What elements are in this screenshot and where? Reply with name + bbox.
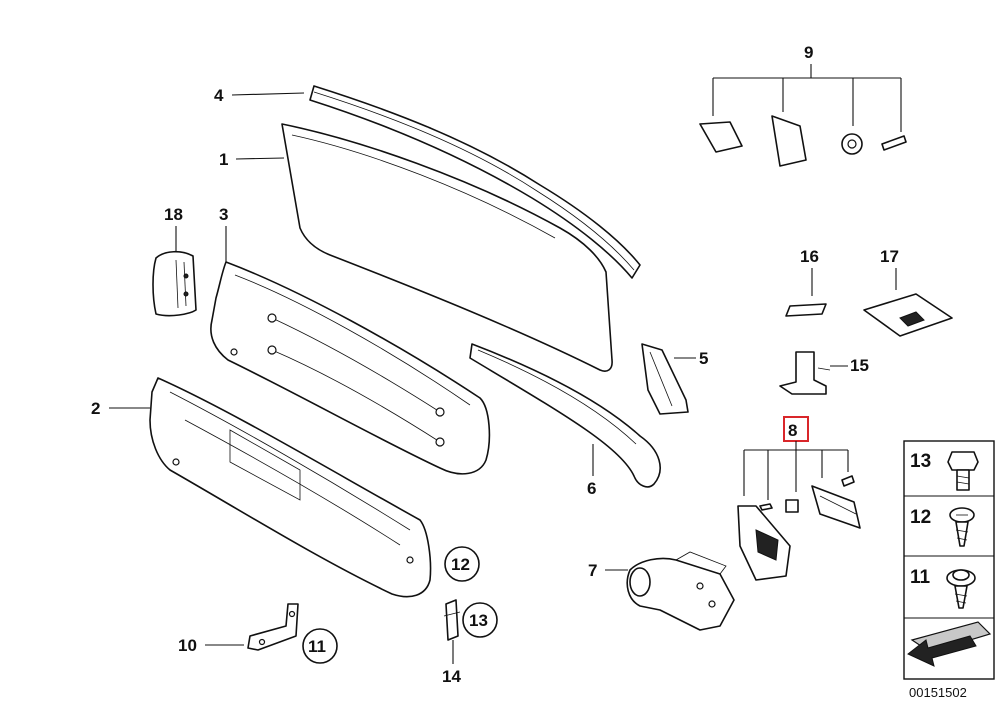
callout-2-label: 2 — [91, 399, 100, 418]
callout-14-label: 14 — [442, 667, 461, 686]
callout-16: 16 — [800, 247, 819, 296]
callout-13-circled: 13 — [462, 602, 498, 638]
callout-2: 2 — [91, 399, 150, 418]
callout-3-label: 3 — [219, 205, 228, 224]
callout-7-label: 7 — [588, 561, 597, 580]
part-8-group — [737, 416, 861, 581]
part-10-angle-bracket — [247, 603, 299, 651]
fastener-legend: 13 12 11 — [903, 440, 995, 680]
callout-5-label: 5 — [699, 349, 708, 368]
arrow-icon — [907, 621, 992, 667]
callout-14: 14 — [442, 640, 461, 686]
diagram-reference-code: 00151502 — [909, 685, 967, 700]
round-head-screw-icon — [949, 507, 975, 547]
callout-4: 4 — [214, 86, 305, 105]
callout-12-label: 12 — [451, 555, 470, 574]
legend-item-11-label: 11 — [910, 567, 931, 588]
legend-item-12: 12 — [910, 507, 975, 547]
callout-9-label: 9 — [804, 43, 813, 62]
callout-16-label: 16 — [800, 247, 819, 266]
callout-8-label: 8 — [788, 421, 797, 440]
flange-screw-icon — [946, 569, 976, 609]
legend-item-11: 11 — [910, 567, 976, 609]
legend-item-13: 13 — [910, 451, 979, 491]
callout-5: 5 — [674, 349, 708, 368]
callout-15-label: 15 — [850, 356, 869, 375]
part-3-inner-panel — [210, 261, 491, 475]
callout-15: 15 — [830, 356, 869, 375]
part-6-side-rail — [469, 343, 661, 488]
part-4-top-seal — [309, 85, 641, 279]
callout-18: 18 — [164, 205, 183, 252]
part-16-pad — [785, 303, 827, 317]
part-15-bracket-clip — [779, 351, 831, 395]
legend-item-13-label: 13 — [910, 451, 931, 472]
callout-7: 7 — [588, 561, 628, 580]
part-17-sheet — [863, 293, 953, 337]
callout-9: 9 — [804, 43, 813, 62]
hex-bolt-icon — [947, 451, 979, 491]
callout-17-label: 17 — [880, 247, 899, 266]
part-2-lower-frame — [149, 377, 432, 598]
callout-10-label: 10 — [178, 636, 197, 655]
callout-6: 6 — [587, 444, 596, 498]
callout-6-label: 6 — [587, 479, 596, 498]
callout-18-label: 18 — [164, 205, 183, 224]
part-14-clip — [443, 599, 461, 641]
legend-item-12-label: 12 — [910, 507, 931, 528]
callout-4-label: 4 — [214, 86, 224, 105]
part-18-end-cap — [152, 250, 197, 317]
callout-10: 10 — [178, 636, 244, 655]
callout-13-label: 13 — [469, 611, 488, 630]
part-9-clip-group — [699, 64, 907, 167]
callout-11-label: 11 — [308, 637, 326, 656]
callout-3: 3 — [219, 205, 228, 262]
callout-1-label: 1 — [219, 150, 228, 169]
part-1-glass-panel — [281, 123, 613, 372]
callout-11-circled: 11 — [302, 628, 338, 664]
callout-12-circled: 12 — [444, 546, 480, 582]
part-7-motor — [626, 551, 735, 631]
callout-1: 1 — [219, 150, 285, 169]
callout-8: 8 — [788, 421, 797, 440]
part-5-bracket — [641, 343, 689, 415]
callout-17: 17 — [880, 247, 899, 290]
